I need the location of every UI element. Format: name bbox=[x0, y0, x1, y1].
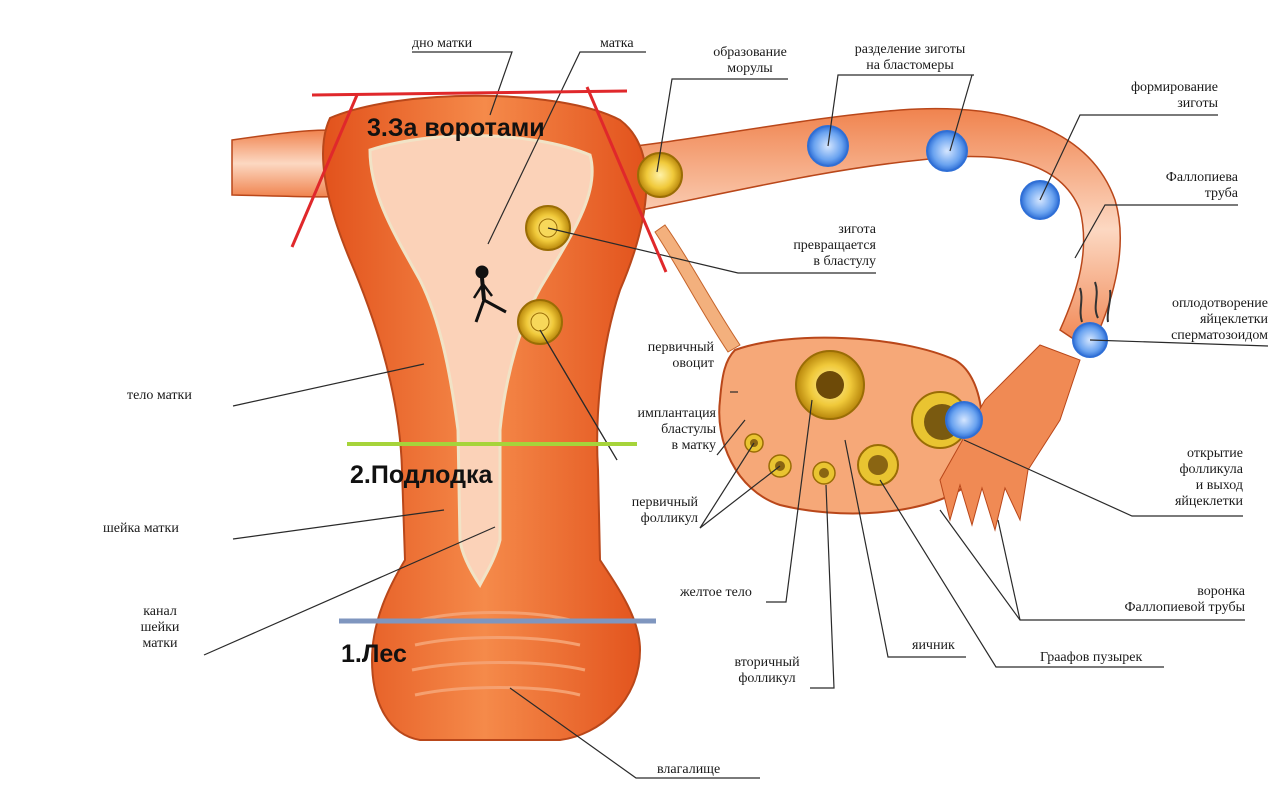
zone2-title: 2.Подлодка bbox=[350, 461, 493, 489]
label-vagina: влагалище bbox=[657, 762, 721, 777]
zone3-title: 3.За воротами bbox=[367, 114, 545, 142]
blastomere-cell-2 bbox=[926, 130, 968, 172]
label-ovary: яичник bbox=[912, 638, 955, 653]
label-zygote-forming: формирование зиготы bbox=[1130, 80, 1218, 111]
label-primary-oocyte: первичный овоцит bbox=[647, 340, 714, 371]
label-uterus: матка bbox=[600, 36, 634, 51]
label-zygote-blastula: зигота превращается в бластулу bbox=[793, 222, 876, 269]
label-cervix: шейка матки bbox=[103, 521, 179, 536]
ovarian-ligament bbox=[654, 224, 741, 353]
label-graafian: Граафов пузырек bbox=[1040, 650, 1143, 665]
label-implantation: имплантация бластулы в матку bbox=[637, 406, 716, 453]
label-follicle-opening: открытие фолликула и выход яйцеклетки bbox=[1174, 446, 1243, 509]
label-fallopian-tube: Фаллопиева труба bbox=[1165, 170, 1238, 201]
label-blastomeres: разделение зиготы на бластомеры bbox=[854, 42, 966, 73]
label-fundus: дно матки bbox=[412, 36, 473, 51]
label-primary-follicle: первичный фолликул bbox=[631, 495, 698, 526]
label-secondary-follicle: вторичный фолликул bbox=[734, 655, 800, 686]
sperm-cells bbox=[1079, 281, 1112, 323]
zone3-gate-lines bbox=[290, 86, 668, 273]
label-corpus-luteum: желтое тело bbox=[680, 585, 752, 600]
label-funnel: воронка Фаллопиевой трубы bbox=[1124, 584, 1245, 615]
label-uterus-body: тело матки bbox=[127, 388, 192, 403]
label-morula: образование морулы bbox=[713, 45, 787, 76]
fimbriae bbox=[939, 344, 1081, 532]
leader-lines bbox=[203, 51, 1269, 779]
label-cervical-canal: канал шейки матки bbox=[140, 604, 180, 651]
released-egg bbox=[945, 401, 983, 439]
walking-person-icon bbox=[472, 265, 507, 323]
label-fertilization: оплодотворение яйцеклетки сперматозоидом bbox=[1171, 296, 1268, 343]
morula bbox=[637, 152, 683, 198]
zone1-title: 1.Лес bbox=[341, 640, 407, 668]
vagina-folds bbox=[411, 611, 586, 697]
